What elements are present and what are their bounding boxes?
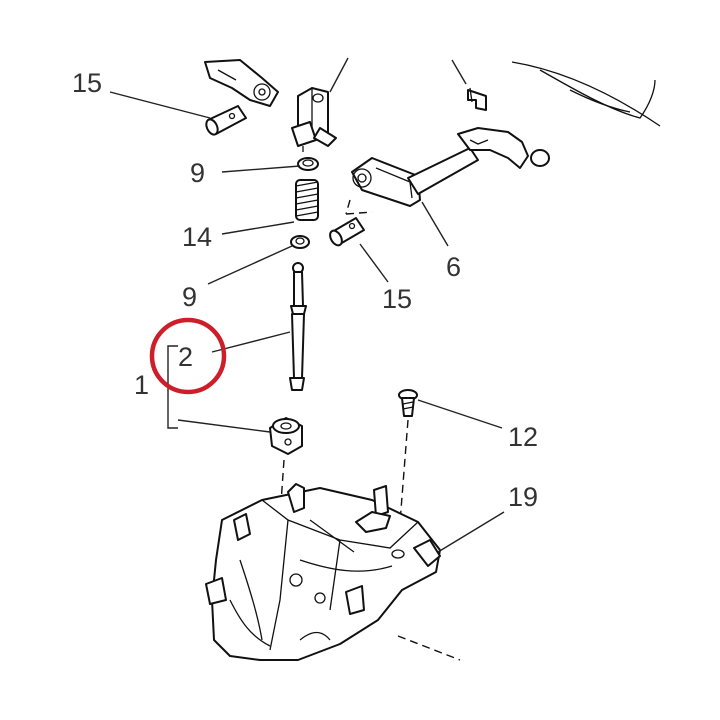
label-19: 19 xyxy=(508,482,538,512)
arm-6 xyxy=(351,127,550,207)
label-15-top: 15 xyxy=(72,68,102,98)
upper-body-outline xyxy=(511,61,661,127)
screw-12 xyxy=(398,389,418,417)
label-12: 12 xyxy=(508,422,538,452)
base-housing xyxy=(205,483,441,661)
label-1: 1 xyxy=(134,370,149,400)
guide-block xyxy=(291,87,337,152)
bushing xyxy=(269,417,303,455)
washer-9-bottom xyxy=(290,235,310,249)
clip-part xyxy=(467,87,487,111)
hinge-linkage xyxy=(204,59,279,107)
pin-15-right xyxy=(329,199,373,247)
callout-labels: 15 9 14 9 2 1 6 15 12 19 xyxy=(72,68,538,512)
washer-9-top xyxy=(297,157,319,171)
label-6: 6 xyxy=(446,252,461,282)
label-14: 14 xyxy=(182,222,212,252)
pin-15-top xyxy=(205,105,247,136)
highlight-circle xyxy=(149,317,227,395)
label-9-top: 9 xyxy=(190,158,205,188)
label-9-bottom: 9 xyxy=(182,282,197,312)
spring-14 xyxy=(295,179,319,221)
label-15-right: 15 xyxy=(382,284,412,314)
label-2: 2 xyxy=(178,342,193,372)
leader-lines xyxy=(109,57,505,553)
rod-2 xyxy=(289,262,307,391)
